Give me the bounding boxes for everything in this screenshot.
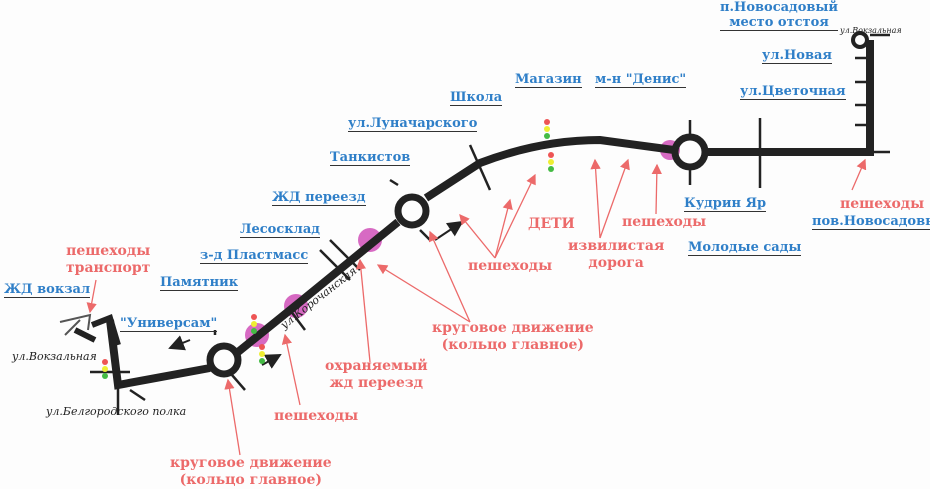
stop-kudrin-yar: Кудрин Яр [684, 196, 767, 212]
stop-line: место отстоя [720, 15, 839, 31]
warning-line: круговое движение [432, 320, 594, 336]
street-belgorodskogo: ул.Белгородского полка [46, 405, 187, 418]
warning-line: дорога [588, 255, 644, 271]
warning-line: пешеходы [66, 243, 151, 259]
warning-arrows [86, 158, 867, 456]
stop-novaya: ул.Новая [762, 48, 833, 64]
stop-molodye-sady: Молодые сады [688, 240, 802, 256]
stop-pov-novosadovy: пов.Новосадовый [812, 214, 930, 230]
stop-shkola: Школа [450, 90, 503, 106]
warning-roundabout-1: круговое движение(кольцо главное) [170, 455, 332, 489]
traffic-lights [102, 119, 554, 379]
warning-line: круговое движение [170, 455, 332, 471]
warning-pedestrians-4: пешеходы [840, 196, 924, 213]
street-vokzalnaya: ул.Вокзальная [12, 350, 97, 363]
warning-line: пешеходы [840, 196, 925, 212]
stop-plastmass: з-д Пластмасс [200, 248, 309, 264]
roundabouts [206, 31, 869, 378]
warning-pedestrians-1: пешеходы [274, 408, 359, 424]
stop-line: п.Новосадовый [720, 0, 839, 15]
warning-line: транспорт [66, 260, 151, 276]
stop-denis: м-н "Денис" [595, 72, 687, 88]
stop-pamyatnik: Памятник [160, 275, 239, 291]
cross-streets [90, 33, 890, 415]
station-road [73, 314, 121, 346]
warning-pedestrians-2: пешеходы [468, 258, 553, 274]
street-vokzalnaya-2: ул.Вокзальная [840, 26, 902, 35]
stop-magazin: Магазин [515, 72, 582, 88]
stop-lesosklad: Лесосклад [240, 222, 320, 238]
stop-zhd-vokzal: ЖД вокзал [4, 282, 91, 298]
warning-line: (кольцо главное) [179, 472, 323, 488]
warning-line: (кольцо главное) [441, 337, 585, 353]
warning-line: жд переезд [329, 375, 423, 391]
warning-line: охраняемый [325, 358, 428, 374]
warning-children: ДЕТИ [528, 216, 575, 232]
stop-tsvetochnaya: ул.Цветочная [740, 84, 846, 100]
warning-line: извилистая [568, 238, 665, 254]
warning-roundabout-2: круговое движение(кольцо главное) [432, 320, 594, 354]
direction-arrows [168, 220, 464, 369]
warning-pedestrians-3: пешеходы [622, 214, 707, 230]
stop-tankistov: Танкистов [330, 150, 411, 166]
stop-rail-crossing: ЖД переезд [272, 190, 366, 206]
stop-universam: "Универсам" [120, 316, 218, 332]
stop-lunacharskogo: ул.Луначарского [348, 116, 478, 132]
